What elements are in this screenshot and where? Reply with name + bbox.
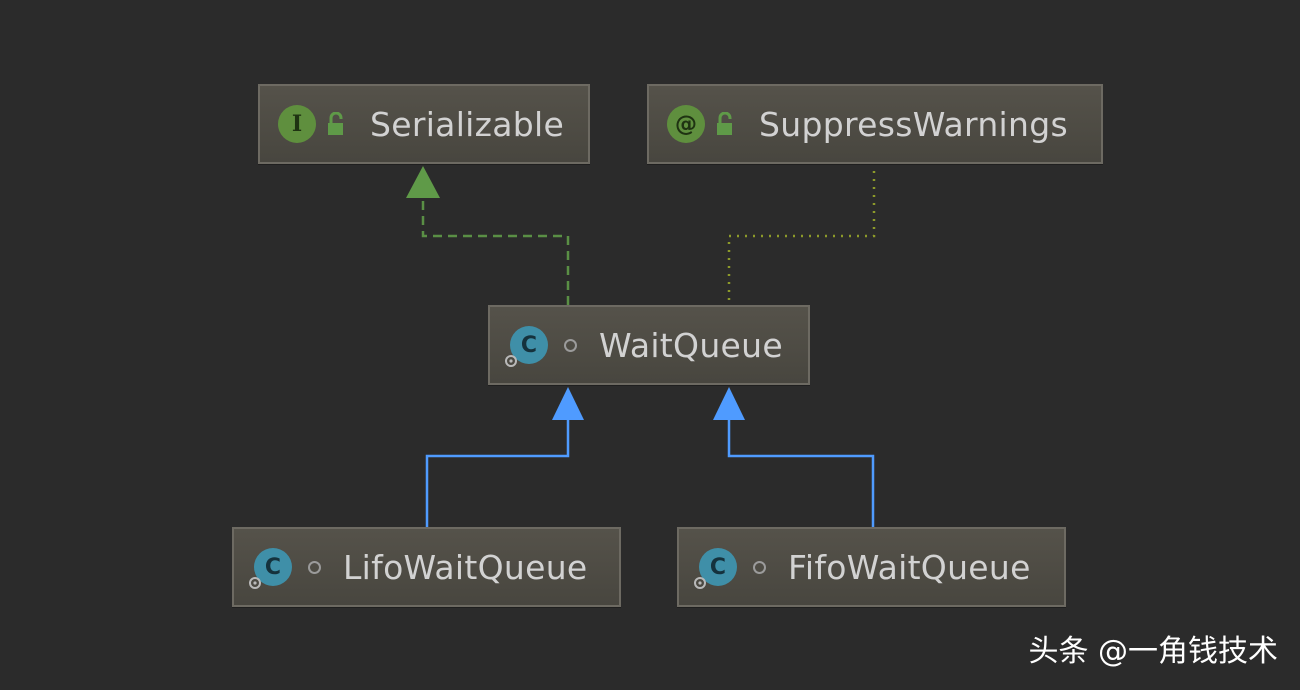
edge-implements-serializable [421,198,570,305]
node-label: FifoWaitQueue [788,547,1031,587]
edge-extends-fifo [727,420,875,527]
node-serializable[interactable]: I Serializable [258,84,590,164]
node-label: WaitQueue [599,325,783,365]
package-private-icon [564,338,577,352]
annotation-icon: @ [667,105,705,143]
arrowhead-waitqueue-right [713,387,745,420]
class-icon: C [694,548,737,589]
static-nested-badge-icon [505,355,517,367]
class-letter: C [709,554,727,580]
arrowhead-serializable [406,166,440,198]
node-label: Serializable [370,104,565,144]
node-lifowaitqueue[interactable]: C LifoWaitQueue [232,527,621,607]
node-label: LifoWaitQueue [343,547,588,587]
node-label: SuppressWarnings [759,104,1068,144]
class-icon: C [249,548,292,589]
watermark: 头条 @一角钱技术 [1028,634,1278,669]
edge-annotation-suppresswarnings [727,166,876,300]
class-icon: C [505,326,548,367]
static-nested-badge-icon [694,577,706,589]
class-letter: C [264,554,282,580]
edge-extends-lifo [425,420,570,527]
node-waitqueue[interactable]: C WaitQueue [488,305,810,385]
unlocked-padlock-icon [328,112,343,135]
node-suppresswarnings[interactable]: @ SuppressWarnings [647,84,1103,164]
unlocked-padlock-icon [717,112,732,135]
node-fifowaitqueue[interactable]: C FifoWaitQueue [677,527,1066,607]
class-letter: C [520,332,538,358]
package-private-icon [753,560,766,574]
interface-icon: I [278,105,316,143]
static-nested-badge-icon [249,577,261,589]
arrowhead-waitqueue-left [552,387,584,420]
package-private-icon [308,560,321,574]
